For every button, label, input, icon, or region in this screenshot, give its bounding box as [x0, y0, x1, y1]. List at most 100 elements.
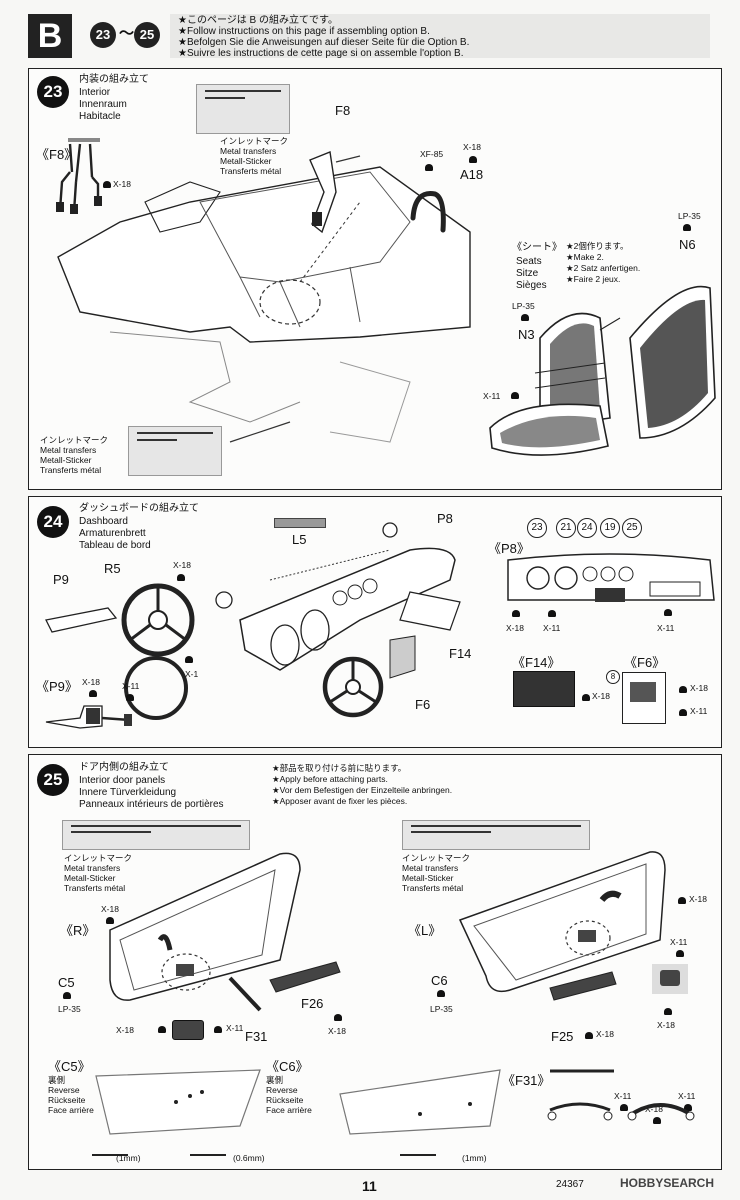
f14-part-shape: [513, 671, 575, 707]
step-25-title-fr: Panneaux intérieurs de portières: [79, 799, 224, 810]
step-25-note-jp: ★部品を取り付ける前に貼ります。: [272, 763, 407, 773]
step-range-end: 25: [134, 22, 160, 48]
seat-drawing: [489, 285, 716, 456]
step-23-inlet-de: Metall-Sticker: [220, 156, 272, 166]
step-25-inlet-de: Metall-Sticker: [64, 873, 116, 883]
make2-fr: ★Faire 2 jeux.: [566, 274, 621, 284]
step-24-title-fr: Tableau de bord: [79, 540, 151, 551]
step-range-start: 23: [90, 22, 116, 48]
c5-reverse-drawing: [95, 1069, 261, 1135]
p8-detail-x11: X-11: [543, 623, 561, 633]
paint-cap-icon: [177, 574, 185, 581]
paint-cap-icon: [683, 224, 691, 231]
paint-cap-icon: [512, 610, 520, 617]
p9-detail-x18: X-18: [82, 677, 100, 687]
step-25-title-jp: ドア内側の組み立て: [79, 762, 169, 773]
c5-detail-label: 《C5》: [48, 1059, 91, 1074]
paint-cap-icon: [679, 709, 687, 716]
door-l-handle-part: [652, 964, 688, 994]
door-l-x11: X-11: [670, 937, 688, 947]
f8-detail-label: 《F8》: [36, 147, 78, 162]
f14-decal-ref: 8: [606, 670, 620, 684]
drill-bit-1-icon: [92, 1154, 128, 1156]
paint-cap-icon: [664, 1008, 672, 1015]
door-r-x18: X-18: [101, 904, 119, 914]
step-25-inlet-fr: Transferts métal: [64, 883, 126, 893]
drill-bit-3-icon: [400, 1154, 436, 1156]
a18-part-label: A18: [460, 167, 484, 182]
seat-label-jp: 《シート》: [512, 242, 562, 253]
f26-paint-x18: X-18: [328, 1026, 346, 1036]
step-25-inlet2-fr: Transferts métal: [402, 883, 464, 893]
seat-label-fr: Sièges: [516, 280, 547, 291]
f31-x18: X-18: [645, 1104, 663, 1114]
hub-paint-x1: X-1: [185, 669, 199, 679]
r5-part-label: R5: [104, 561, 121, 576]
door-l-metal-transfer: [402, 820, 590, 850]
seat-label-en: Seats: [516, 256, 542, 267]
p8-part-label: P8: [437, 511, 453, 526]
door-r-label: 《R》: [60, 923, 96, 938]
door-r-handle-x18: X-18: [116, 1025, 134, 1035]
footer-code: 24367: [556, 1179, 584, 1190]
step-23-inlet-fr: Transferts métal: [220, 166, 282, 176]
gauge-decal-ref-3: 24: [577, 518, 597, 538]
step-25-inlet-en: Metal transfers: [64, 863, 121, 873]
p9-detail-drawing: [45, 705, 132, 729]
drill-bit-2-icon: [190, 1154, 226, 1156]
metal-transfer-decal-top: [196, 84, 290, 134]
step-23-number: 23: [37, 76, 69, 108]
paint-cap-icon: [334, 1014, 342, 1021]
mounted-steering-wheel: [322, 656, 384, 718]
paint-cap-icon: [511, 392, 519, 399]
drill-size-2: (0.6mm): [233, 1153, 265, 1163]
f26-part-label: F26: [301, 996, 324, 1011]
paint-cap-icon: [548, 610, 556, 617]
hobbysearch-watermark: HOBBYSEARCH: [620, 1176, 715, 1190]
c6-reverse-de: Rückseite: [266, 1095, 304, 1105]
f6-detail-x18: X-18: [690, 683, 708, 693]
c5-reverse-jp: 裏側: [48, 1075, 66, 1085]
step-25-note-de: ★Vor dem Befestigen der Einzelteile anbr…: [272, 785, 453, 795]
paint-cap-icon: [89, 690, 97, 697]
p9-detail-x11: X-11: [122, 681, 140, 691]
step-25-inlet2-jp: インレットマーク: [402, 853, 471, 863]
step-24-title-de: Armaturenbrett: [79, 528, 146, 539]
c5-reverse-en: Reverse: [48, 1085, 80, 1095]
step-25-inlet2-en: Metal transfers: [402, 863, 459, 873]
c6-detail-label: 《C6》: [266, 1059, 309, 1074]
header-note-jp: ★このページは B の組み立てです。: [178, 15, 338, 26]
door-l-handle-x18: X-18: [657, 1020, 675, 1030]
paint-cap-icon: [425, 164, 433, 171]
f25-paint-x18: X-18: [596, 1029, 614, 1039]
paint-cap-icon: [469, 156, 477, 163]
c6-paint-lp35: LP-35: [430, 1004, 453, 1014]
door-l-panel-drawing: [458, 851, 666, 1001]
door-l-label: 《L》: [408, 923, 442, 938]
step-25-title-en: Interior door panels: [79, 775, 166, 786]
f25-part-label: F25: [551, 1029, 574, 1044]
make2-en: ★Make 2.: [566, 252, 604, 262]
f6-part-face: [630, 682, 656, 702]
f31-part-label: F31: [245, 1029, 268, 1044]
p9-detail-label: 《P9》: [36, 679, 78, 694]
p8-detail-x11b: X-11: [657, 623, 675, 633]
n3-part-label: N3: [518, 327, 535, 342]
make2-jp: ★2個作ります。: [566, 241, 629, 251]
step-23-inlet-en: Metal transfers: [220, 146, 277, 156]
steering-wheel-drawing: [45, 583, 195, 720]
step-23-inlet2-jp: インレットマーク: [40, 435, 109, 445]
p8-detail-x18: X-18: [506, 623, 524, 633]
p9-part-label: P9: [53, 572, 69, 587]
paint-cap-icon: [214, 1026, 222, 1033]
gauge-decal-ref-4: 19: [600, 518, 620, 538]
paint-cap-icon: [158, 1026, 166, 1033]
option-b-badge: B: [28, 14, 72, 58]
c6-reverse-en: Reverse: [266, 1085, 298, 1095]
a18-paint-x18: X-18: [463, 142, 481, 152]
paint-cap-icon: [437, 990, 445, 997]
paint-cap-icon: [679, 686, 687, 693]
step-24-title-jp: ダッシュボードの組み立て: [79, 503, 199, 514]
seat-label-de: Sitze: [516, 268, 539, 279]
step-23-inlet2-de: Metall-Sticker: [40, 455, 92, 465]
